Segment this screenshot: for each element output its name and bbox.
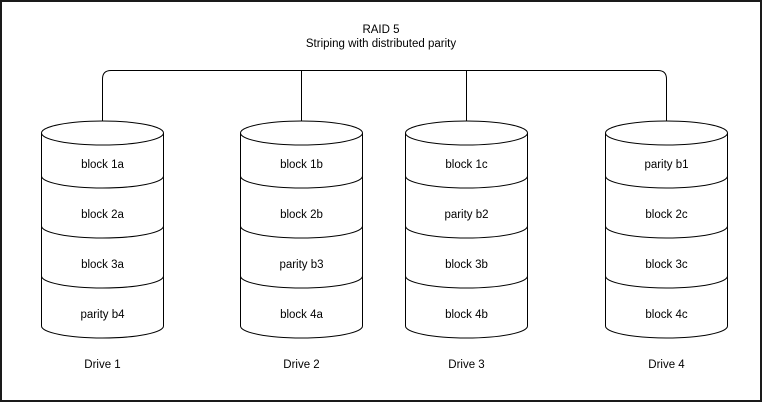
block-label: parity b3	[279, 259, 324, 271]
drive-1: block 1a block 2a block 3a parity b4 Dri…	[41, 120, 164, 385]
block-label: block 2b	[280, 209, 323, 221]
block-label: parity b4	[80, 309, 125, 321]
block-label: parity b1	[644, 159, 689, 171]
drive-name-label: Drive 3	[448, 359, 485, 371]
block-label: block 3a	[81, 259, 124, 271]
block-label: block 2c	[645, 209, 688, 221]
drive-name-label: Drive 4	[648, 359, 685, 371]
cylinder-icon	[605, 120, 728, 339]
block-label: block 3b	[445, 259, 488, 271]
bus-connector-line	[102, 70, 667, 121]
block-label: block 3c	[645, 259, 688, 271]
block-label: block 4c	[645, 309, 688, 321]
drive-2: block 1b block 2b parity b3 block 4a Dri…	[240, 120, 363, 385]
drive-3: block 1c parity b2 block 3b block 4b Dri…	[405, 120, 528, 385]
block-label: parity b2	[444, 209, 489, 221]
block-label: block 1a	[81, 159, 124, 171]
cylinder-icon	[41, 120, 164, 339]
block-label: block 1b	[280, 159, 323, 171]
title-line2: Striping with distributed parity	[305, 38, 457, 50]
title-line1: RAID 5	[362, 24, 400, 36]
drive-name-label: Drive 2	[283, 359, 320, 371]
drive-4: parity b1 block 2c block 3c block 4c Dri…	[605, 120, 728, 385]
cylinder-icon	[405, 120, 528, 339]
block-label: block 4a	[280, 309, 323, 321]
cylinder-icon	[240, 120, 363, 339]
drive-name-label: Drive 1	[84, 359, 121, 371]
block-label: block 1c	[445, 159, 488, 171]
block-label: block 2a	[81, 209, 124, 221]
diagram-title: RAID 5 Striping with distributed parity	[0, 23, 762, 51]
block-label: block 4b	[445, 309, 488, 321]
